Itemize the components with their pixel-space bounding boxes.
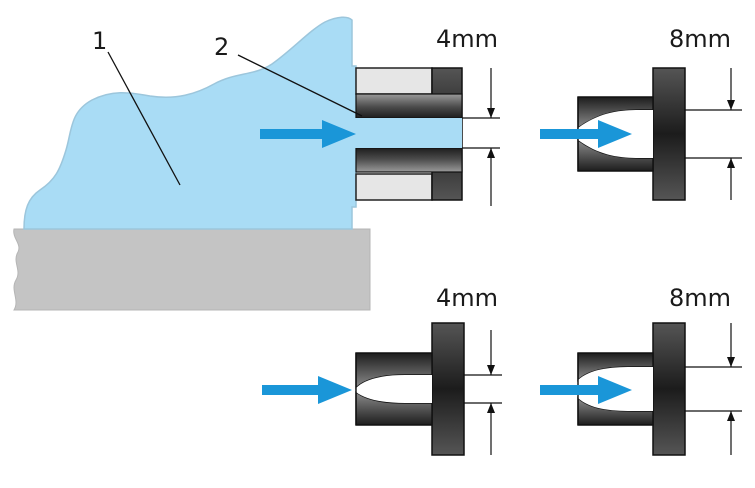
flow-arrow-icon [540,120,632,148]
dimension-arrow-icon [727,158,735,168]
part-label-2: 2 [214,33,229,61]
fluid-mass [23,16,357,230]
dimension-arrow-icon [487,403,495,413]
dimension-top-right [685,68,742,200]
dimension-label-bottom-left: 4mm [436,284,498,312]
dimension-arrow-icon [487,148,495,158]
dimension-arrow-icon [487,108,495,118]
part-label-1: 1 [92,27,107,55]
base-block [13,228,371,311]
dimension-arrow-icon [487,365,495,375]
dimension-bottom-left [464,330,502,455]
nozzle-bottom-left [355,322,465,456]
flow-arrows [260,120,632,404]
dimension-label-top-right: 8mm [669,25,731,53]
dimension-top-left [462,68,500,206]
dimension-bottom-right [685,323,742,455]
dimension-arrow-icon [727,100,735,110]
leader-lines [107,51,363,186]
flow-arrow-icon [260,120,356,148]
dimension-label-top-left: 4mm [436,25,498,53]
nozzle-top-left [352,67,463,201]
dimension-label-bottom-right: 8mm [669,284,731,312]
flow-arrow-icon [540,376,632,404]
flow-arrow-icon [262,376,352,404]
dimension-arrow-icon [727,357,735,367]
dimension-arrow-icon [727,411,735,421]
nozzle-bottom-right [577,322,686,456]
